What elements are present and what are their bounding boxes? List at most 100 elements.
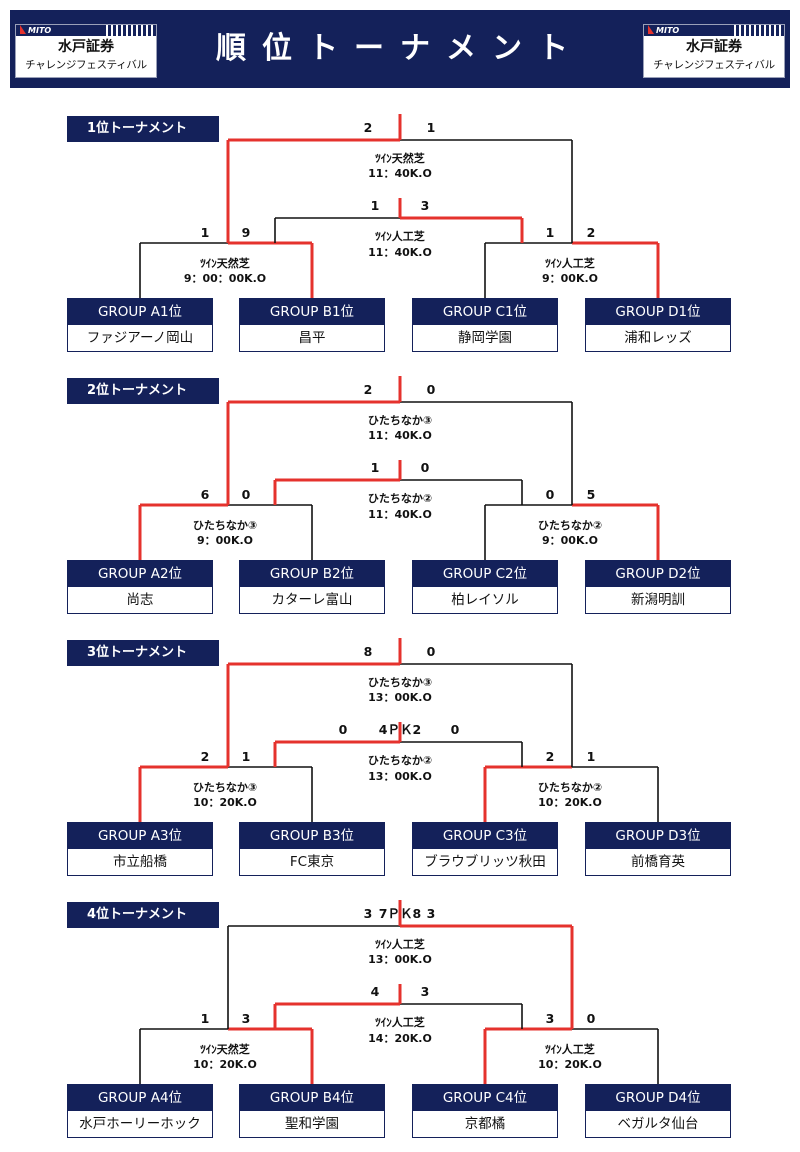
right-semi-time: 9：00K.O [541,534,598,547]
left-semi-score-left: 2 [200,749,210,764]
bracket-lines [138,376,660,560]
center-score-right: 3 [420,984,430,999]
section-label: 4位トーナメント [67,902,219,928]
team-group: GROUP A1位 [68,299,212,325]
center-score-right: 0 [420,460,430,475]
team-name: 市立船橋 [113,854,167,870]
right-semi-score-right: 0 [586,1011,596,1026]
final-time: 13：00K.O [368,691,432,704]
left-semi-time: 9：00K.O [196,534,253,547]
page-title: 順位トーナメント [216,31,584,66]
team-name: ファジアーノ岡山 [86,330,194,346]
page-header: MITO 水戸証券 チャレンジフェスティバル 順位トーナメント MITO 水戸証… [10,10,790,88]
left-semi-score-left: 1 [200,225,210,240]
left-semi-venue: ひたちなか③ [192,519,258,532]
center-time: 14：20K.O [368,1032,432,1045]
team-box: GROUP B3位 FC東京 [239,822,385,876]
team-group: GROUP D3位 [586,823,730,849]
center-pk: 4ＰＫ2 [378,722,422,737]
right-semi-score-left: 2 [545,749,555,764]
team-group: GROUP C2位 [413,561,557,587]
bracket-lines [139,114,660,298]
team-group: GROUP A4位 [68,1085,212,1111]
tournament-section: 2位トーナメント 2 0 ひたちなか③ 11：40K.O 1 0 ひたちなか② 11：40K.O… [0,372,800,628]
right-semi-score-left: 3 [545,1011,555,1026]
team-group: GROUP B3位 [240,823,384,849]
logo-name: 水戸証券 [686,39,742,55]
right-semi-score-right: 2 [586,225,596,240]
logo-subtitle: チャレンジフェスティバル [653,59,775,71]
team-box: GROUP D1位浦和レッズ [585,298,731,352]
team-box: GROUP D2位新潟明訓 [585,560,731,614]
right-semi-score-right: 1 [586,749,596,764]
right-semi-time: 10：20K.O [538,796,602,809]
team-group: GROUP B1位 [240,299,384,325]
right-semi-venue: ひたちなか② [537,519,603,532]
team-name: 浦和レッズ [624,330,692,346]
team-group: GROUP D1位 [586,299,730,325]
left-semi-time: 10：20K.O [193,1058,257,1071]
right-semi-time: 10：20K.O [538,1058,602,1071]
team-name: 聖和学園 [285,1116,339,1132]
center-venue: ひたちなか② [367,492,433,505]
final-score-right: 0 [426,644,436,659]
sponsor-logo: MITO 水戸証券 チャレンジフェスティバル [643,24,785,78]
team-group: GROUP D2位 [586,561,730,587]
team-group: GROUP A2位 [68,561,212,587]
team-name: 水戸ホーリーホック [79,1116,201,1132]
center-time: 11：40K.O [368,246,432,259]
final-time: 11：40K.O [368,429,432,442]
team-name: ブラウブリッツ秋田 [424,854,546,870]
section-label: 2位トーナメント [67,378,219,404]
left-semi-score-right: 0 [241,487,251,502]
logo-brand: MITO [648,25,679,36]
center-time: 11：40K.O [368,508,432,521]
center-score-left: 0 [338,722,348,737]
center-score-left: 1 [370,460,380,475]
team-box: GROUP A4位水戸ホーリーホック [67,1084,213,1138]
team-name: 京都橘 [464,1116,506,1132]
right-semi-venue: ひたちなか② [537,781,603,794]
team-name: ベガルタ仙台 [617,1116,699,1132]
center-score-right: 0 [450,722,460,737]
right-semi-venue: ﾂｲﾝ人工芝 [545,257,595,270]
logo-stripe: MITO [16,25,156,36]
bracket-lines [138,638,659,822]
team-box: GROUP C2位柏レイソル [412,560,558,614]
team-name: 前橋育英 [631,854,685,870]
logo-subtitle: チャレンジフェスティバル [25,59,147,71]
team-box: GROUP A1位ファジアーノ岡山 [67,298,213,352]
team-group: GROUP D4位 [586,1085,730,1111]
center-score-left: 1 [370,198,380,213]
final-score-right: 0 [426,382,436,397]
left-semi-score-left: 1 [200,1011,210,1026]
final-venue: ﾂｲﾝ人工芝 [375,938,425,951]
left-semi-score-right: 9 [241,225,251,240]
left-semi-time: 10：20K.O [193,796,257,809]
bracket-lines [139,900,659,1084]
logo-name: 水戸証券 [58,39,114,55]
sponsor-logo: MITO 水戸証券 チャレンジフェスティバル [15,24,157,78]
final-score-left: 2 [363,382,373,397]
team-group: GROUP A3位 [68,823,212,849]
final-score-left: 8 [363,644,373,659]
team-group: GROUP C3位 [413,823,557,849]
team-name: 静岡学園 [458,330,512,346]
right-semi-venue: ﾂｲﾝ人工芝 [545,1043,595,1056]
center-score-right: 3 [420,198,430,213]
team-name: 昌平 [298,330,326,346]
final-score-right: 1 [426,120,436,135]
center-venue: ﾂｲﾝ人工芝 [375,230,425,243]
center-venue: ひたちなか② [367,754,433,767]
final-pk: 7ＰＫ8 [378,906,422,921]
team-box: GROUP B4位聖和学園 [239,1084,385,1138]
final-score-left: 2 [363,120,373,135]
team-name: カターレ富山 [271,592,353,608]
team-name: FC東京 [289,854,335,870]
team-box: GROUP A2位尚志 [67,560,213,614]
logo-brand: MITO [20,25,51,36]
final-venue: ひたちなか③ [367,676,433,689]
